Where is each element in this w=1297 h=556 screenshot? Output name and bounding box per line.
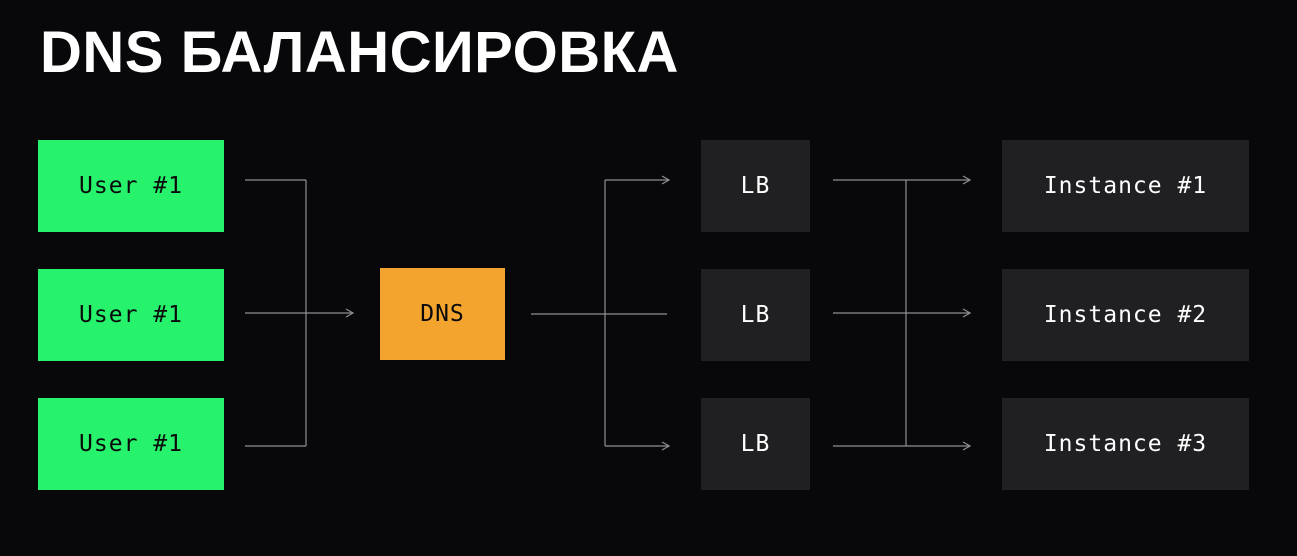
instance-node-label: Instance #2 bbox=[1043, 302, 1208, 328]
user-node-3: User #1 bbox=[38, 398, 224, 490]
instance-node-3: Instance #3 bbox=[1002, 398, 1249, 490]
instance-node-2: Instance #2 bbox=[1002, 269, 1249, 361]
user-node-1: User #1 bbox=[38, 140, 224, 232]
instance-node-label: Instance #3 bbox=[1043, 431, 1208, 457]
lb-node-1: LB bbox=[701, 140, 810, 232]
user-node-label: User #1 bbox=[79, 431, 183, 457]
lb-node-2: LB bbox=[701, 269, 810, 361]
lb-node-label: LB bbox=[740, 431, 771, 457]
lb-node-label: LB bbox=[740, 173, 771, 199]
lb-node-3: LB bbox=[701, 398, 810, 490]
dns-node: DNS bbox=[380, 268, 505, 360]
instance-node-1: Instance #1 bbox=[1002, 140, 1249, 232]
dns-node-label: DNS bbox=[420, 301, 465, 327]
lb-node-label: LB bbox=[740, 302, 771, 328]
user-node-2: User #1 bbox=[38, 269, 224, 361]
page-title: DNS БАЛАНСИРОВКА bbox=[40, 20, 679, 85]
instance-node-label: Instance #1 bbox=[1043, 173, 1208, 199]
user-node-label: User #1 bbox=[79, 173, 183, 199]
user-node-label: User #1 bbox=[79, 302, 183, 328]
